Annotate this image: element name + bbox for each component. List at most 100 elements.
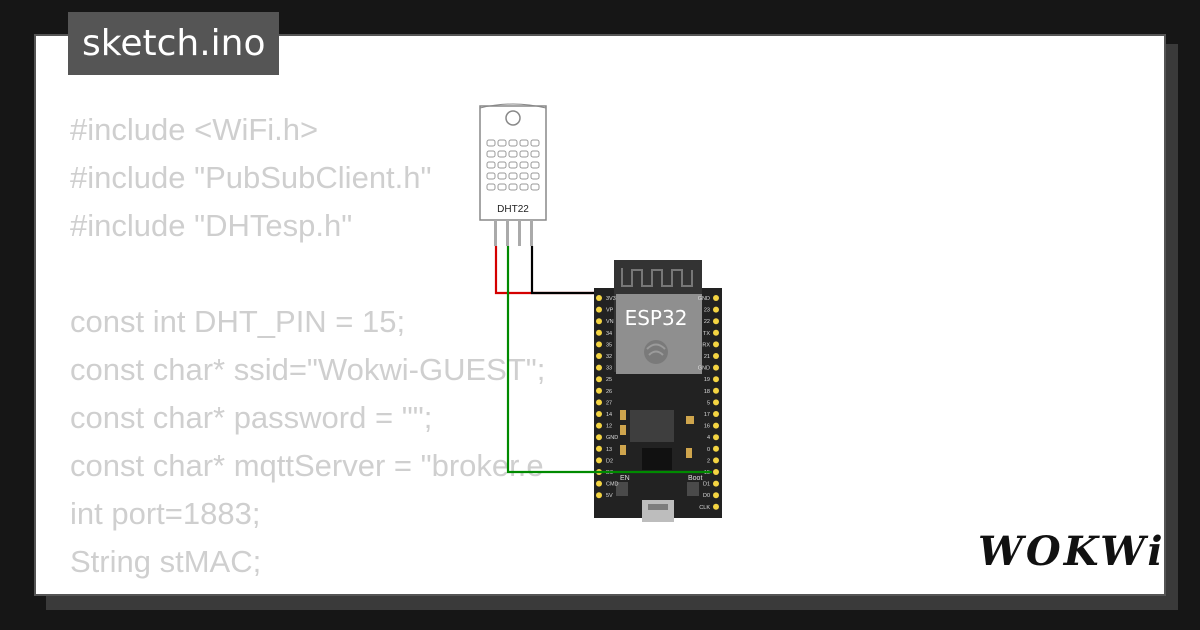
- header-pin[interactable]: [713, 503, 719, 510]
- header-pin[interactable]: [713, 457, 719, 464]
- grill-slot: [486, 172, 496, 180]
- code-line: #include <WiFi.h>: [70, 112, 319, 147]
- header-pin[interactable]: [596, 422, 602, 429]
- grill-slot: [497, 150, 507, 158]
- header-pin[interactable]: [713, 445, 719, 452]
- grill-slot: [508, 172, 518, 180]
- pin-label: D2: [606, 458, 613, 464]
- pin-label: D0: [703, 493, 710, 499]
- header-pin[interactable]: [713, 353, 719, 359]
- antenna-icon: [621, 268, 693, 287]
- code-line: const int DHT_PIN = 15;: [70, 304, 406, 339]
- code-line: const char* password = "";: [70, 400, 433, 435]
- pin-label: TX: [703, 331, 710, 337]
- pin-label: 25: [606, 377, 612, 383]
- header-pin[interactable]: [713, 411, 719, 417]
- header-pin[interactable]: [596, 341, 602, 348]
- pin-label: 23: [704, 308, 710, 314]
- pin-label: VN: [606, 319, 614, 325]
- grill-slot: [497, 172, 507, 180]
- header-pin[interactable]: [713, 318, 719, 325]
- file-name-tab[interactable]: sketch.ino: [68, 12, 280, 75]
- header-pin[interactable]: [713, 492, 719, 499]
- pin-label: 13: [606, 447, 612, 453]
- pin-label: D1: [703, 482, 710, 488]
- pin-label: GND: [698, 296, 710, 302]
- header-pin[interactable]: [713, 480, 719, 487]
- pin-label: 18: [704, 389, 710, 395]
- header-pin[interactable]: [713, 399, 719, 406]
- header-pin[interactable]: [596, 445, 602, 452]
- pin-label: 5: [707, 400, 710, 406]
- header-pin[interactable]: [596, 364, 602, 371]
- header-pin[interactable]: [596, 457, 602, 464]
- code-editor[interactable]: #include <WiFi.h> #include "PubSubClient.…: [70, 106, 545, 594]
- grill-slot: [497, 139, 507, 147]
- header-pin[interactable]: [713, 306, 719, 313]
- pin-label: 32: [606, 354, 612, 360]
- header-pin[interactable]: [713, 329, 719, 336]
- header-pin[interactable]: [713, 434, 719, 441]
- pin-label: 14: [606, 412, 612, 418]
- sensor-pin: [530, 220, 533, 246]
- header-pin[interactable]: [713, 422, 719, 429]
- header-pin[interactable]: [596, 399, 602, 406]
- code-line: char mac[50];: [70, 586, 545, 594]
- dht22-sensor[interactable]: DHT22: [479, 103, 547, 246]
- grill-slot: [497, 161, 507, 169]
- pin-label: 5V: [606, 493, 613, 499]
- header-pin[interactable]: [596, 306, 602, 313]
- header-pin[interactable]: [596, 376, 602, 383]
- header-pin[interactable]: [713, 364, 719, 371]
- usb-port[interactable]: [642, 500, 674, 522]
- code-line: #include "DHTesp.h": [70, 208, 353, 243]
- header-pin[interactable]: [713, 387, 719, 394]
- grill-slot: [519, 139, 529, 147]
- grill-slot: [530, 183, 540, 191]
- header-pin[interactable]: [713, 376, 719, 383]
- boot-button[interactable]: [687, 482, 699, 496]
- esp32-board[interactable]: ESP32 EN Boot 3V3VPVN343532332526271412G…: [594, 260, 722, 522]
- board-label: ESP32: [625, 306, 688, 330]
- header-pin[interactable]: [596, 480, 602, 487]
- header-pin[interactable]: [596, 387, 602, 394]
- boot-label: Boot: [688, 475, 702, 482]
- code-line: #include "PubSubClient.h": [70, 160, 432, 195]
- wire-power[interactable]: [494, 246, 605, 295]
- header-pin[interactable]: [596, 353, 602, 359]
- header-pin[interactable]: [596, 295, 602, 301]
- grill-slot: [508, 150, 518, 158]
- header-pin[interactable]: [713, 295, 719, 301]
- header-pin[interactable]: [596, 411, 602, 417]
- pin-label: 12: [606, 424, 612, 430]
- sensor-pin: [506, 220, 509, 246]
- usb-chip: [642, 448, 672, 470]
- pin-label: CLK: [699, 505, 710, 511]
- header-pin[interactable]: [596, 434, 602, 441]
- header-pin[interactable]: [596, 318, 602, 325]
- pin-label: 4: [707, 435, 710, 441]
- pin-label: GND: [606, 435, 618, 441]
- sensor-pin: [518, 220, 521, 246]
- wire-data[interactable]: [506, 246, 712, 474]
- sensor-mount-hole: [505, 110, 521, 126]
- pin-label: 2: [707, 458, 710, 464]
- pin-label: CMD: [606, 482, 619, 488]
- pin-label: VP: [606, 308, 614, 314]
- en-button[interactable]: [616, 482, 628, 496]
- grill-slot: [530, 139, 540, 147]
- header-pin[interactable]: [713, 469, 719, 475]
- grill-slot: [519, 161, 529, 169]
- grill-slot: [519, 183, 529, 191]
- grill-slot: [519, 150, 529, 158]
- header-pin[interactable]: [596, 329, 602, 336]
- grill-slot: [530, 161, 540, 169]
- grill-slot: [530, 150, 540, 158]
- header-pin[interactable]: [713, 341, 719, 348]
- header-pin[interactable]: [596, 492, 602, 499]
- espressif-logo-swirl: [646, 343, 666, 356]
- grill-slot: [486, 183, 496, 191]
- sensor-label: DHT22: [497, 204, 529, 215]
- pin-label: 22: [704, 319, 710, 325]
- grill-slot: [486, 139, 496, 147]
